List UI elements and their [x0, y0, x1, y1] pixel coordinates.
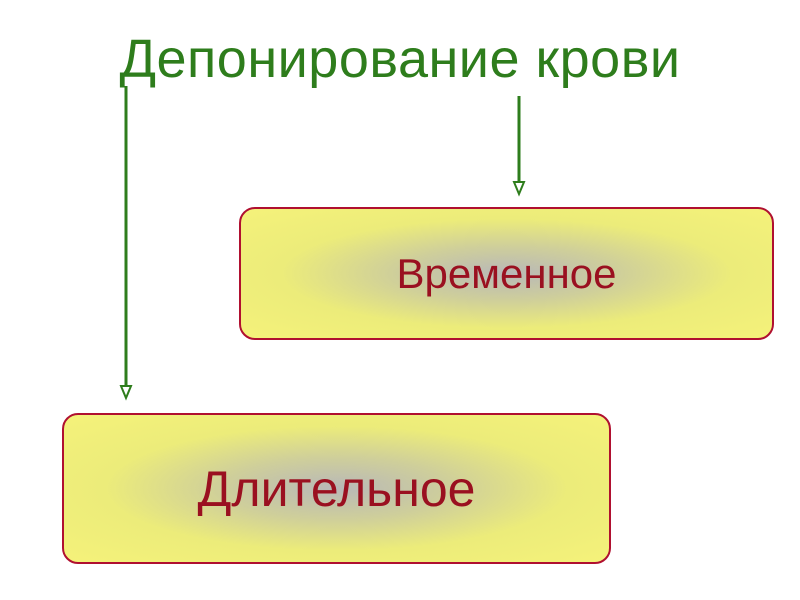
node-longterm: Длительное: [62, 413, 611, 564]
node-longterm-label: Длительное: [197, 460, 476, 517]
arrowhead-temporary: [512, 181, 526, 197]
arrowhead-longterm: [119, 385, 133, 401]
node-temporary: Временное: [239, 207, 774, 340]
diagram-title: Депонирование крови: [119, 29, 681, 89]
node-temporary-label: Временное: [396, 249, 617, 297]
